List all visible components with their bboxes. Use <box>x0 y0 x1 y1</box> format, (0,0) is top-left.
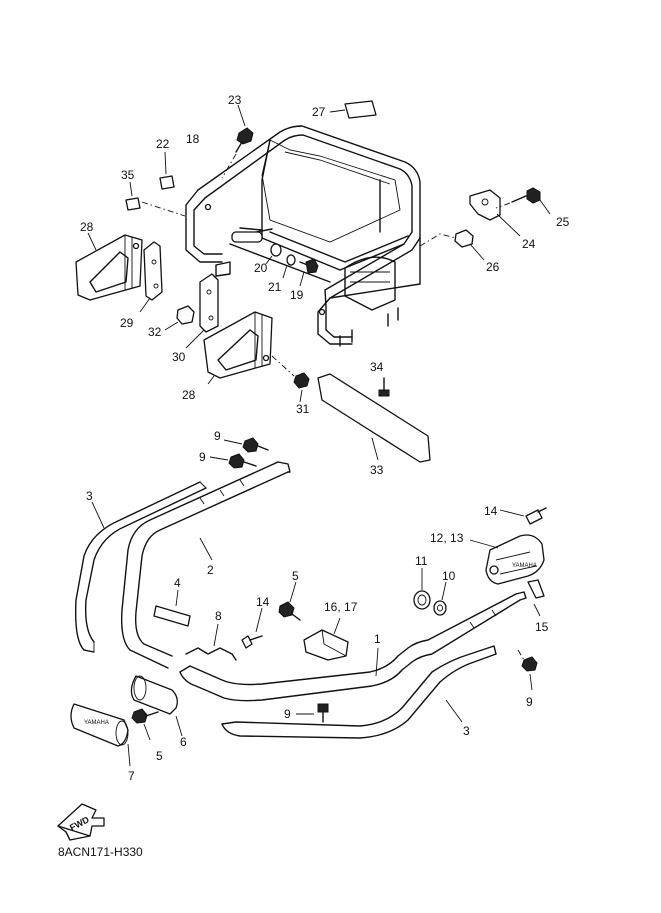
part-21-washer <box>282 254 296 279</box>
callout-23: 23 <box>228 93 242 107</box>
part-19-bolt <box>299 258 319 287</box>
callout-9-c: 9 <box>284 707 291 721</box>
part-25-bolt <box>495 187 551 215</box>
callout-18: 18 <box>186 132 200 146</box>
callout-9-d: 9 <box>526 695 533 709</box>
part-26-nut <box>419 229 485 261</box>
callout-27: 27 <box>312 105 326 119</box>
part-7-grip: YAMAHA <box>70 703 131 767</box>
callout-numbers: 23 27 18 22 35 25 24 26 28 20 21 19 29 3… <box>80 93 570 783</box>
callout-28-upper: 28 <box>80 220 94 234</box>
callout-4: 4 <box>174 576 181 590</box>
part-6-grip <box>130 675 183 737</box>
callout-35: 35 <box>121 168 135 182</box>
callout-28-lower: 28 <box>182 388 196 402</box>
part-18-rack-frame <box>185 125 421 347</box>
part-4-pad <box>153 589 191 627</box>
callout-10: 10 <box>442 569 456 583</box>
callout-3-upper: 3 <box>86 489 93 503</box>
part-3-strip-left <box>74 481 207 653</box>
part-35-cap <box>125 181 186 217</box>
part-22-cap <box>159 151 175 190</box>
part-9-bolt-right <box>517 649 538 691</box>
part-15-pin <box>527 579 545 617</box>
part-14-pin-right <box>499 507 547 525</box>
callout-19: 19 <box>290 288 304 302</box>
part-3-strip-lower <box>221 645 497 739</box>
part-28-side-plate-right <box>203 311 295 385</box>
part-24-bracket <box>469 189 521 237</box>
callout-34: 34 <box>370 360 384 374</box>
callout-16-17: 16, 17 <box>324 600 358 614</box>
callout-15: 15 <box>535 620 549 634</box>
callout-5-upper: 5 <box>292 569 299 583</box>
part-32-cap <box>164 305 195 331</box>
callout-31: 31 <box>296 402 310 416</box>
part-14-pin-center <box>241 607 263 649</box>
part-2-rail-left <box>120 461 291 669</box>
callout-1: 1 <box>374 632 381 646</box>
part-33-plate <box>317 373 431 463</box>
part-9-bolt-upper-a <box>223 437 269 453</box>
part-16-17-bracket <box>303 617 349 661</box>
callout-2: 2 <box>207 563 214 577</box>
callout-8: 8 <box>215 609 222 623</box>
grip-logo: YAMAHA <box>84 720 109 726</box>
part-12-13-handle: YAMAHA <box>469 534 545 585</box>
callout-3-lower: 3 <box>463 724 470 738</box>
callout-21: 21 <box>268 280 282 294</box>
part-1-main-rail <box>179 591 527 702</box>
part-9-bolt-upper-b <box>209 453 257 469</box>
part-10-washer <box>433 581 447 616</box>
part-29-bracket <box>139 241 163 313</box>
part-8-clip <box>185 623 237 661</box>
part-27-label <box>329 100 377 119</box>
callout-32: 32 <box>148 325 162 339</box>
part-5-bolt-lower <box>131 708 159 741</box>
handle-logo: YAMAHA <box>512 563 537 569</box>
callout-14-right: 14 <box>484 504 498 518</box>
part-20-washer <box>265 243 282 265</box>
part-11-grommet <box>413 568 431 610</box>
callout-22: 22 <box>156 137 170 151</box>
part-34-screw <box>378 377 390 397</box>
callout-6: 6 <box>180 735 187 749</box>
callout-5-lower: 5 <box>156 749 163 763</box>
callout-9-b: 9 <box>199 450 206 464</box>
part-30-bracket <box>185 273 219 349</box>
part-31-bolt <box>293 372 310 403</box>
callout-25: 25 <box>556 215 570 229</box>
callout-7: 7 <box>128 769 135 783</box>
fwd-arrow-icon: FWD <box>57 803 105 841</box>
part-5-bolt-upper <box>278 581 301 621</box>
callout-26: 26 <box>486 260 500 274</box>
callout-24: 24 <box>522 237 536 251</box>
callout-29: 29 <box>120 316 134 330</box>
callout-9-a: 9 <box>214 429 221 443</box>
diagram-code: 8ACN171-H330 <box>58 845 143 859</box>
callout-12-13: 12, 13 <box>430 531 464 545</box>
part-28-side-plate-left <box>75 232 143 301</box>
callout-14-center: 14 <box>256 595 270 609</box>
callout-20: 20 <box>254 261 268 275</box>
callout-11: 11 <box>415 554 428 568</box>
part-23-bolt <box>221 104 254 179</box>
callout-33: 33 <box>370 463 384 477</box>
callout-30: 30 <box>172 350 186 364</box>
part-9-bolt-lower <box>296 703 329 723</box>
